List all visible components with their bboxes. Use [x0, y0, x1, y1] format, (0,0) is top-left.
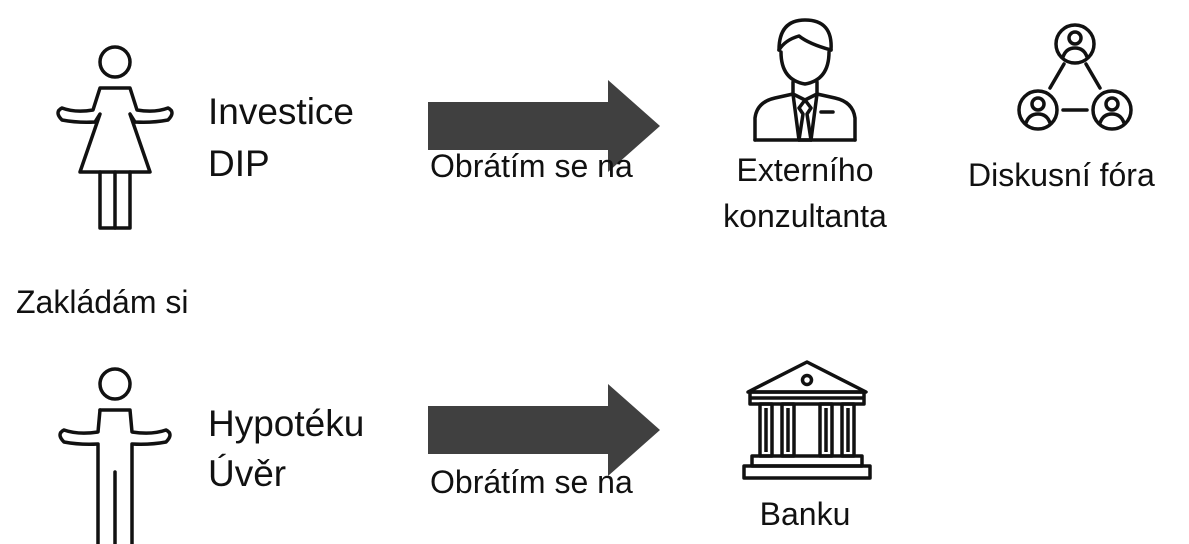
middle-label: Zakládám si — [16, 284, 189, 320]
topic-hypoteku: Hypotéku — [208, 403, 365, 444]
arrow-label-row2: Obrátím se na — [430, 464, 633, 500]
target-consultant-line1: Externího — [736, 152, 874, 188]
arrow-right-icon — [428, 80, 660, 172]
target-discussion-forum: Diskusní fóra — [968, 157, 1155, 193]
topic-dip: DIP — [208, 143, 270, 184]
target-consultant-line2: konzultanta — [723, 198, 887, 234]
topic-uver: Úvěr — [208, 453, 287, 494]
arrow-right-icon — [428, 384, 660, 476]
target-bank: Banku — [759, 496, 851, 532]
woman-icon — [56, 45, 174, 230]
bank-icon — [742, 360, 872, 480]
man-icon — [58, 367, 172, 544]
community-icon — [1017, 23, 1133, 131]
businessman-icon — [753, 18, 857, 142]
topic-investice: Investice — [208, 91, 355, 132]
arrow-label-row1: Obrátím se na — [430, 148, 633, 184]
